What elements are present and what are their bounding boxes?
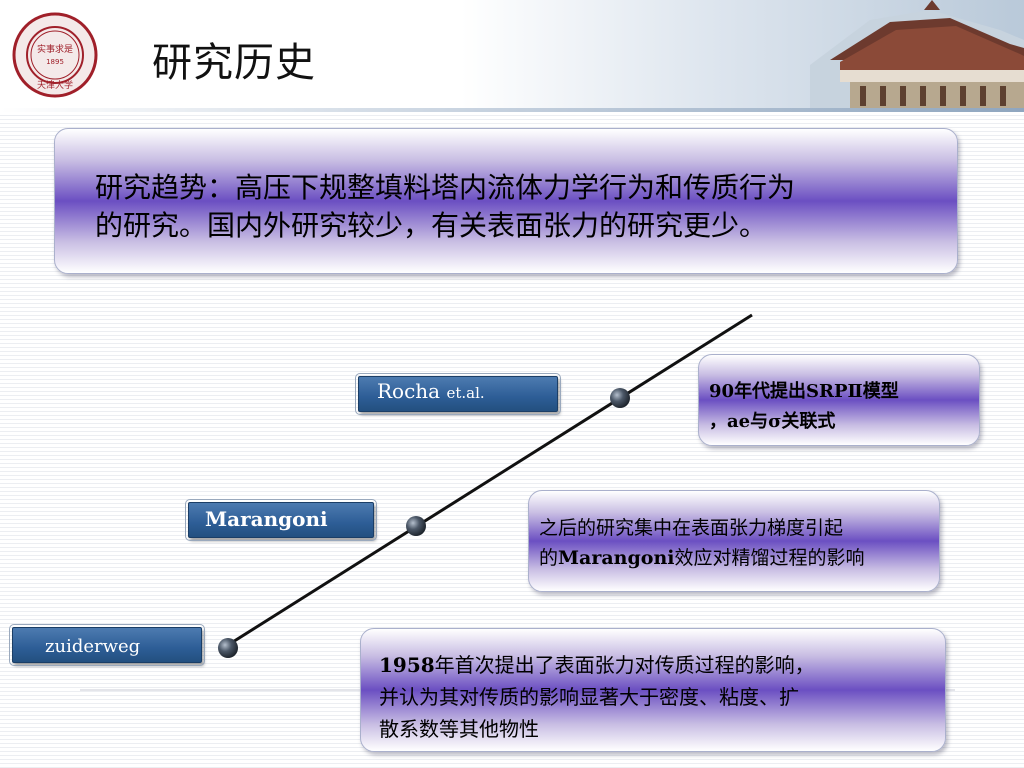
header-banner: 实事求是 1895 天津大学 研究历史 [0, 0, 1024, 110]
y1958-line-1: 1958年首次提出了表面张力对传质过程的影响， [379, 649, 935, 681]
university-seal-logo: 实事求是 1895 天津大学 [12, 12, 98, 98]
page-title: 研究历史 [152, 40, 316, 86]
srp-decade: 90 [709, 381, 735, 402]
marangoni-line-2-pre: 的 [539, 547, 559, 569]
svg-text:天津大学: 天津大学 [37, 79, 73, 91]
y1958-year: 1958 [379, 653, 435, 677]
marangoni-term: Marangoni [558, 547, 675, 569]
marangoni-line-1: 之后的研究集中在表面张力梯度引起 [539, 517, 844, 539]
y1958-line-1-text: 年首次提出了表面张力对传质过程的影响， [434, 653, 815, 677]
srp-line-2: ，ae与σ关联式 [709, 411, 836, 432]
label-rocha: Rocha et.al. [355, 373, 561, 415]
timeline-node-rocha [610, 388, 630, 408]
y1958-line-2: 并认为其对传质的影响显著大于密度、粘度、扩 [379, 685, 799, 709]
rocha-name: Rocha [377, 379, 441, 403]
marangoni-line-2: 的Marangoni效应对精馏过程的影响 [539, 543, 929, 573]
timeline-line [227, 313, 753, 647]
year-1958-box: 1958年首次提出了表面张力对传质过程的影响， 并认为其对传质的影响显著大于密度… [360, 628, 946, 752]
rocha-suffix: et.al. [446, 384, 485, 402]
timeline-node-zuiderweg [218, 638, 238, 658]
trend-line-2: 的研究。国内外研究较少，有关表面张力的研究更少。 [95, 209, 768, 242]
timeline-node-marangoni [406, 516, 426, 536]
header-divider [0, 108, 1024, 112]
label-zuiderweg: zuiderweg [9, 624, 205, 666]
research-trend-box: 研究趋势：高压下规整填料塔内流体力学行为和传质行为 的研究。国内外研究较少，有关… [54, 128, 958, 274]
campus-building-image [810, 0, 1024, 110]
svg-text:实事求是: 实事求是 [37, 43, 73, 55]
marangoni-line-2-post: 效应对精馏过程的影响 [674, 547, 865, 569]
srp-line-1-text: 年代提出SRPⅡ模型 [734, 381, 899, 402]
svg-text:1895: 1895 [46, 58, 64, 66]
marangoni-effect-box: 之后的研究集中在表面张力梯度引起 的Marangoni效应对精馏过程的影响 [528, 490, 940, 592]
y1958-line-3: 散系数等其他物性 [379, 717, 539, 741]
srp-model-box: 90年代提出SRPⅡ模型 ，ae与σ关联式 [698, 354, 980, 446]
label-marangoni: Marangoni [185, 499, 377, 541]
srp-line-1: 90年代提出SRPⅡ模型 [709, 377, 969, 407]
trend-line-1: 研究趋势：高压下规整填料塔内流体力学行为和传质行为 [95, 171, 796, 204]
